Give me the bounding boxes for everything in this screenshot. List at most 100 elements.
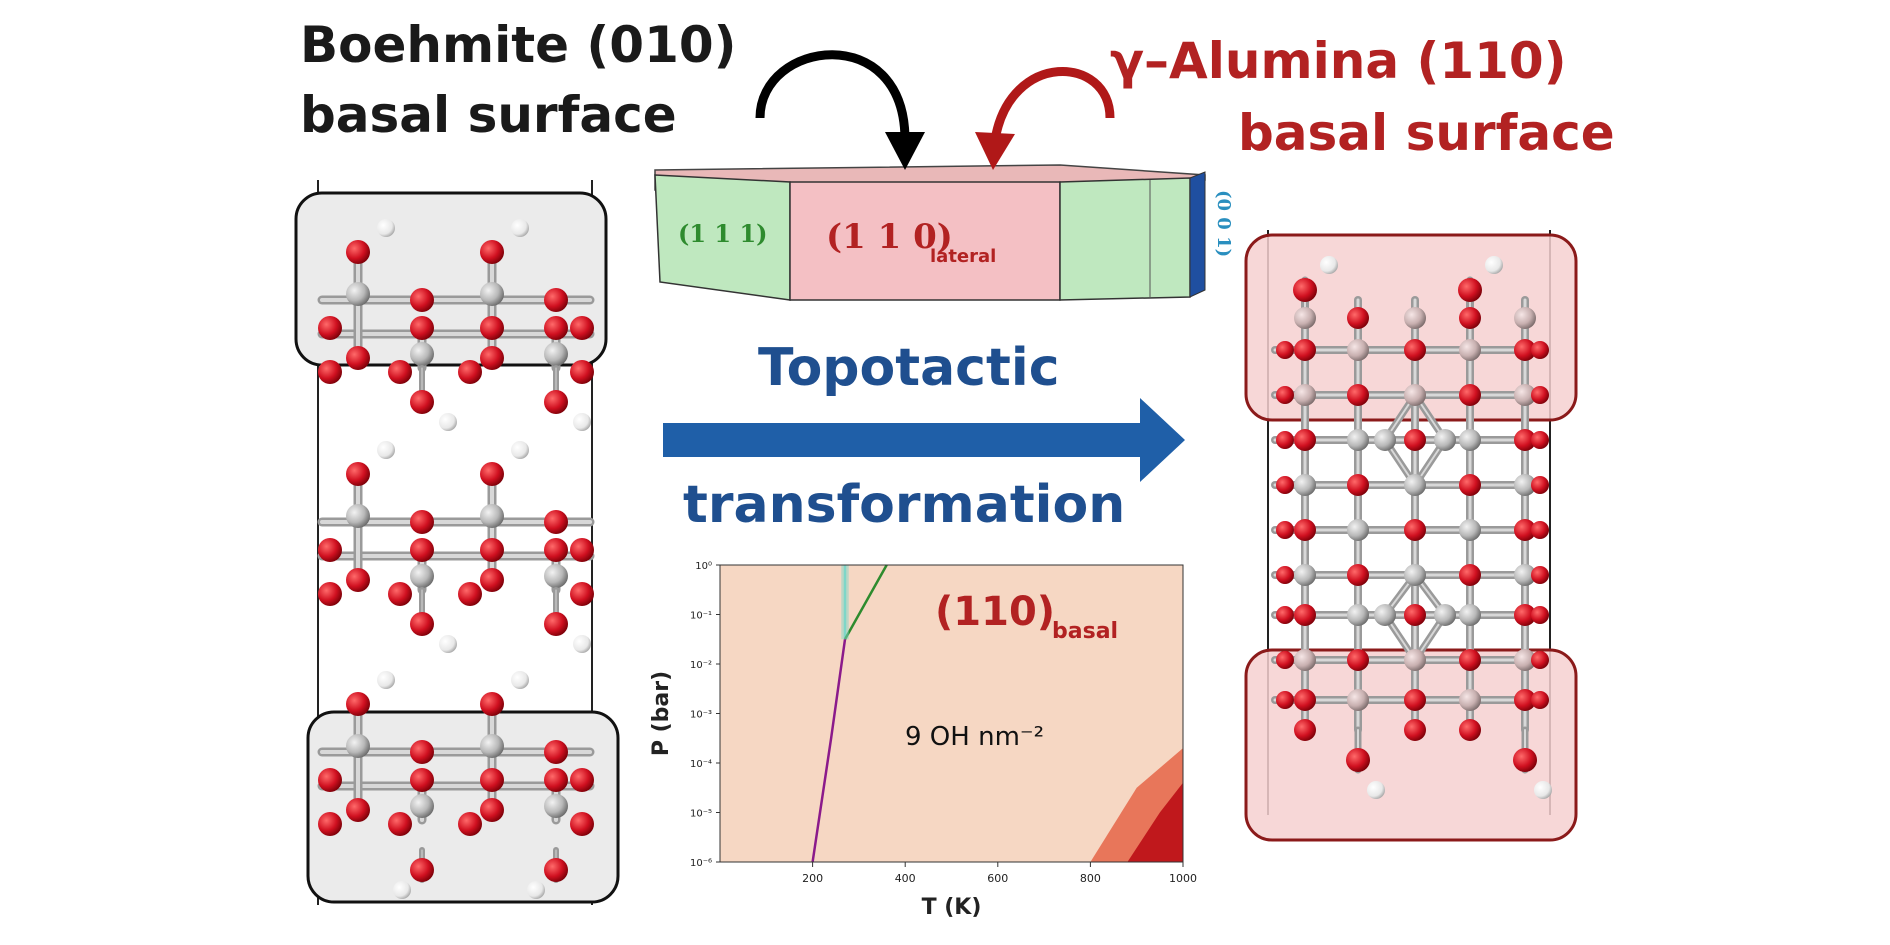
oxygen-atom: [410, 288, 434, 312]
oxygen-atom: [410, 612, 434, 636]
x-tick-label: 1000: [1169, 872, 1197, 885]
oxygen-atom: [1531, 691, 1549, 709]
aluminum-atom: [1294, 564, 1316, 586]
oxygen-atom: [346, 568, 370, 592]
oxygen-atom: [1514, 519, 1536, 541]
phase-region-teal: [841, 565, 849, 640]
alumina-title-line2: basal surface: [1238, 104, 1615, 162]
boehmite-to-block-arrow: [755, 50, 910, 141]
oxygen-atom: [1513, 748, 1537, 772]
oxygen-atom: [1531, 386, 1549, 404]
oxygen-atom: [1531, 476, 1549, 494]
oxygen-atom: [1404, 604, 1426, 626]
y-tick-label: 10⁻¹: [690, 611, 712, 622]
aluminum-atom: [1374, 604, 1396, 626]
aluminum-atom: [1294, 384, 1316, 406]
alumina-arrow-head: [975, 132, 1015, 170]
alumina-to-block-arrow: [990, 67, 1115, 141]
face-001: [1189, 171, 1206, 298]
aluminum-atom: [1514, 474, 1536, 496]
oxygen-atom: [1404, 519, 1426, 541]
oxygen-atom: [480, 462, 504, 486]
oxygen-atom: [1347, 564, 1369, 586]
phase-boundary-green: [843, 564, 888, 640]
aluminum-atom: [1404, 307, 1426, 329]
oxygen-atom: [318, 768, 342, 792]
oxygen-atom: [1404, 719, 1426, 741]
oxygen-atom: [346, 346, 370, 370]
boehmite-top-surface-box: [294, 191, 608, 367]
oxygen-atom: [346, 798, 370, 822]
aluminum-atom: [480, 504, 504, 528]
oxygen-atom: [410, 390, 434, 414]
hydrogen-atom: [573, 635, 591, 653]
aluminum-atom: [480, 282, 504, 306]
oxygen-atom: [480, 568, 504, 592]
oxygen-atom: [544, 288, 568, 312]
x-tick-label: 800: [1080, 872, 1101, 885]
face-110-label-sub: lateral: [930, 246, 996, 267]
aluminum-atom: [544, 342, 568, 366]
face-110-label-main: (1 1 0): [826, 217, 953, 257]
oxygen-atom: [410, 858, 434, 882]
region-label: 9 OH nm⁻²: [905, 722, 1044, 752]
oxygen-atom: [1514, 604, 1536, 626]
boehmite-atoms: [317, 219, 595, 899]
oxygen-atom: [1293, 278, 1317, 302]
oxygen-atom: [318, 360, 342, 384]
topotactic-arrow: [663, 398, 1185, 482]
oxygen-atom: [1276, 476, 1294, 494]
oxygen-atom: [1346, 748, 1370, 772]
oxygen-atom: [480, 798, 504, 822]
aluminum-atom: [1294, 649, 1316, 671]
hydrogen-atom: [377, 219, 395, 237]
aluminum-atom: [1404, 384, 1426, 406]
oxygen-atom: [1294, 429, 1316, 451]
oxygen-atom: [1459, 564, 1481, 586]
oxygen-atom: [1276, 341, 1294, 359]
oxygen-atom: [570, 768, 594, 792]
oxygen-atom: [410, 316, 434, 340]
oxygen-atom: [480, 768, 504, 792]
oxygen-atom: [1276, 521, 1294, 539]
aluminum-atom: [1514, 384, 1536, 406]
y-axis-label: P (bar): [649, 671, 674, 756]
oxygen-atom: [544, 858, 568, 882]
hydrogen-atom: [511, 671, 529, 689]
aluminum-atom: [1459, 339, 1481, 361]
y-tick-label: 10⁰: [695, 561, 712, 572]
hydrogen-atom: [1320, 256, 1338, 274]
oxygen-atom: [1294, 519, 1316, 541]
arrow-text-line1: Topotactic: [758, 338, 1060, 398]
hydrogen-atom: [1534, 781, 1552, 799]
oxygen-atom: [480, 692, 504, 716]
aluminum-atom: [544, 794, 568, 818]
oxygen-atom: [1404, 339, 1426, 361]
y-tick-label: 10⁻⁶: [690, 858, 712, 869]
oxygen-atom: [570, 812, 594, 836]
oxygen-atom: [1404, 689, 1426, 711]
hydrogen-atom: [393, 881, 411, 899]
oxygen-atom: [544, 316, 568, 340]
oxygen-atom: [570, 582, 594, 606]
aluminum-atom: [1347, 604, 1369, 626]
oxygen-atom: [318, 538, 342, 562]
oxygen-atom: [1459, 719, 1481, 741]
aluminum-atom: [1404, 564, 1426, 586]
y-tick-label: 10⁻⁵: [690, 809, 712, 820]
aluminum-atom: [1514, 307, 1536, 329]
oxygen-atom: [346, 462, 370, 486]
boehmite-arrow-head: [885, 132, 925, 170]
chart-title: (110): [935, 589, 1055, 635]
phase-background: [720, 565, 1183, 862]
oxygen-atom: [570, 360, 594, 384]
oxygen-atom: [1404, 429, 1426, 451]
oxygen-atom: [1459, 474, 1481, 496]
oxygen-atom: [1531, 431, 1549, 449]
hydrogen-atom: [377, 671, 395, 689]
hydrogen-atom: [439, 413, 457, 431]
face-111-label: (1 1 1): [678, 219, 768, 248]
oxygen-atom: [1294, 339, 1316, 361]
